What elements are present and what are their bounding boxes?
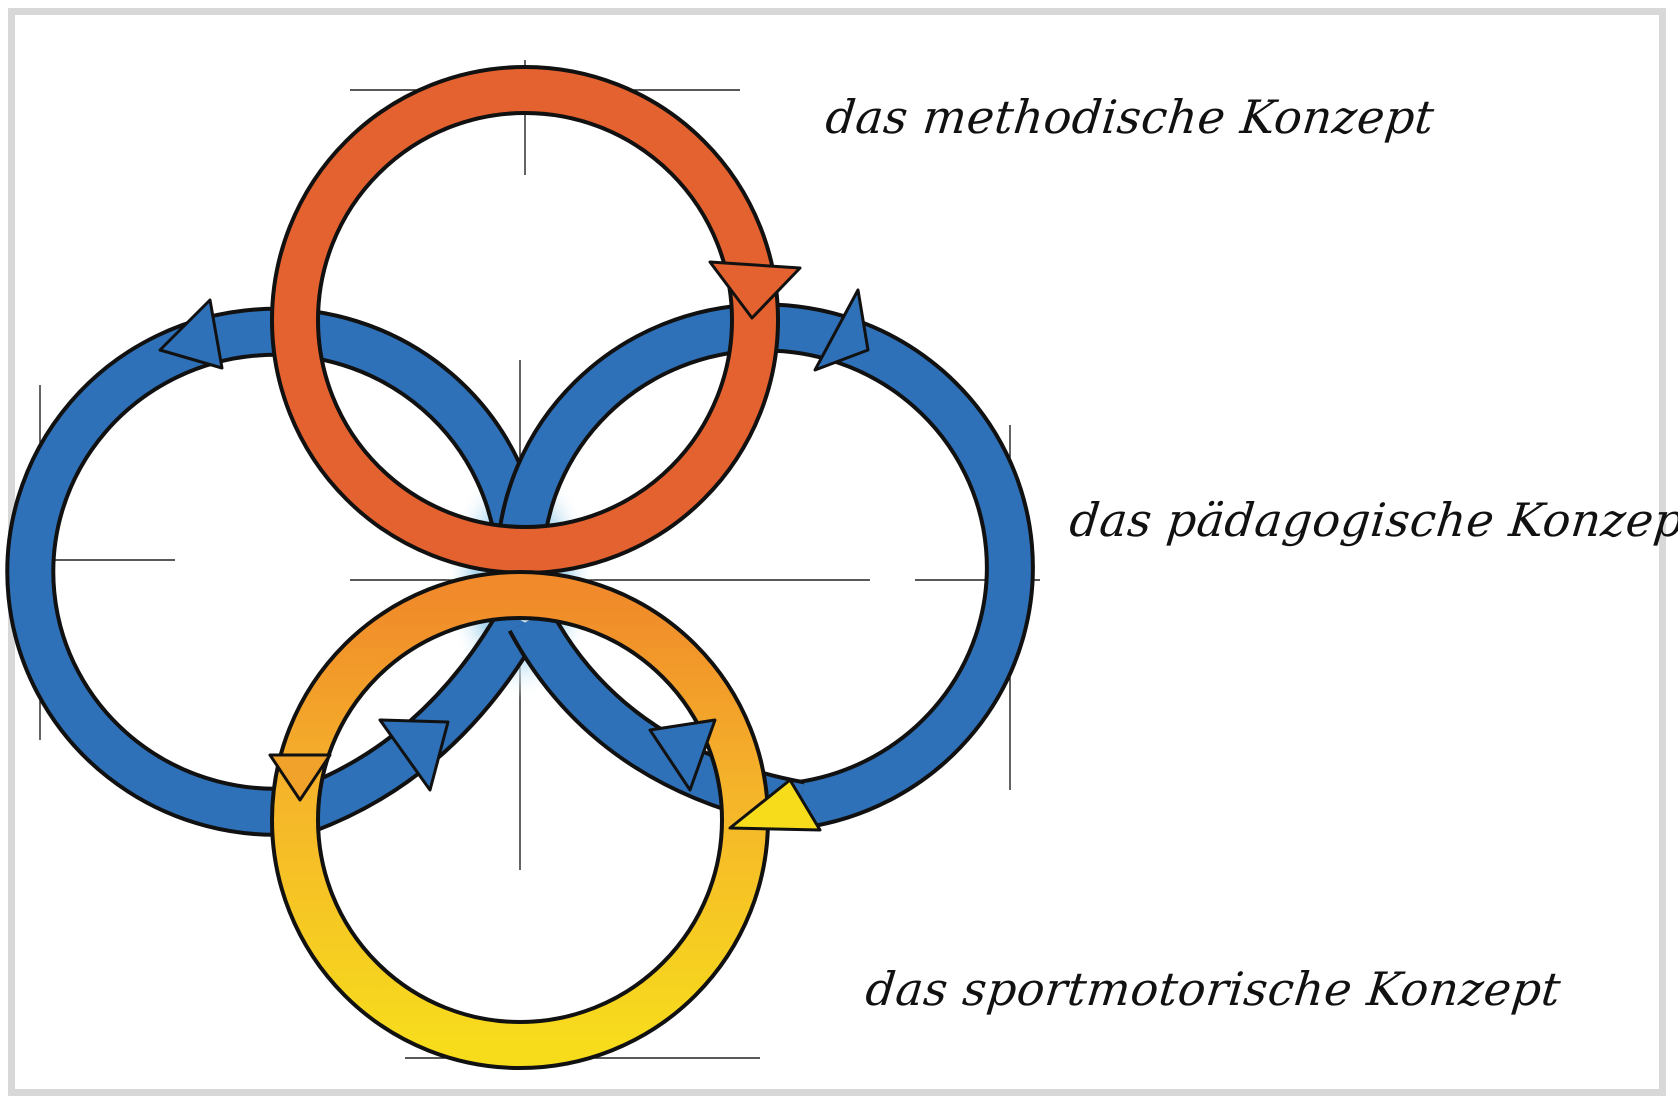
label-paedagogisches-konzept: das pädagogische Konzept <box>1067 493 1678 547</box>
label-methodisches-konzept: das methodische Konzept <box>823 90 1437 144</box>
label-sportmotorisches-konzept: das sportmotorische Konzept <box>863 962 1563 1016</box>
